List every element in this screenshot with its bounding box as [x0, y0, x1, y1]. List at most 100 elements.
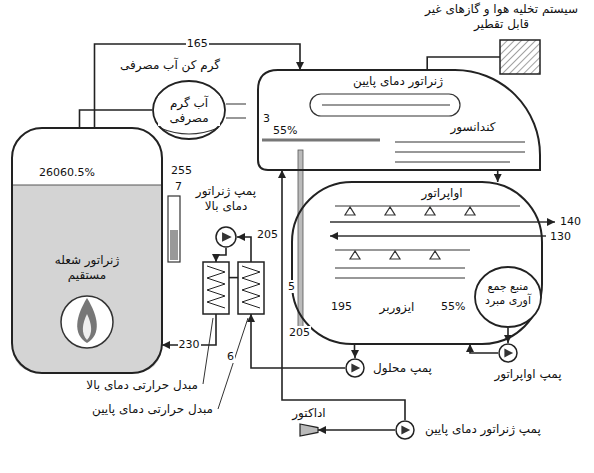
edge-label: 230: [178, 338, 201, 351]
upper-shell: ژنراتور دمای پایین کندانسور: [258, 70, 540, 170]
chilled-water-pipes: [330, 222, 555, 236]
shape-part: [500, 40, 540, 74]
pump-symbol-outline: [498, 343, 518, 363]
node-label: پمپ اواپراتور: [493, 367, 564, 382]
node-label: پمپ ژنراتور دمای بالا: [185, 184, 267, 214]
callout-number: 6: [226, 350, 235, 363]
pipe-connector: [497, 170, 499, 182]
edge-label: 165: [186, 37, 209, 50]
shape-part: [203, 262, 229, 314]
shape-part: [242, 266, 260, 308]
absorber-sprays: [335, 250, 470, 278]
chilled-water-pipes: [330, 235, 546, 237]
pipe-connector: [229, 277, 238, 279]
purge-unit-outline: [500, 40, 540, 74]
evaporator-sprays: [335, 206, 520, 215]
callout-number: 7: [174, 180, 183, 193]
pipe-connector: [95, 44, 301, 128]
node-label: ایزوربر: [378, 300, 417, 315]
shape-part: [153, 81, 225, 139]
pipe-connector: [470, 344, 498, 353]
level-tube: [168, 196, 180, 262]
heat-exchanger: مبدل حرارتی دمای بالا: [203, 262, 229, 314]
node-label: مبدل حرارتی دمای پایین: [90, 402, 215, 417]
generator-vessel-outline: [12, 128, 162, 373]
node-label: اواپراتور: [419, 186, 464, 201]
absorber-sprays: [350, 251, 440, 259]
pump-symbol: پمپ محلول: [345, 358, 365, 378]
shape-part: [346, 359, 364, 377]
burner-flame: [83, 314, 91, 340]
burner-flame: [77, 298, 97, 343]
callout-number: 205: [288, 326, 311, 339]
callout-number: 195: [330, 300, 353, 313]
generator-liquid: [12, 185, 162, 186]
heater-coil: [226, 104, 246, 118]
heat-exchanger-outline: [203, 262, 229, 314]
level-tube: [168, 196, 180, 262]
pump-symbol: پمپ اواپراتور: [498, 343, 518, 363]
leader-line: [218, 318, 248, 409]
dip-rod: [298, 150, 303, 335]
callout-number: 3: [262, 112, 271, 125]
leader-line: [203, 318, 248, 409]
shape-part: [396, 421, 414, 439]
callout-number: 255: [170, 164, 193, 177]
pipe-connector: [216, 248, 226, 262]
shape-part: [300, 424, 318, 436]
callout-number: 5: [287, 280, 296, 293]
shape-part: [238, 262, 264, 314]
node-label: مبدل حرارتی دمای بالا: [84, 378, 200, 393]
evaporator-sprays: [345, 207, 475, 215]
low-temp-generator-tubes: [322, 104, 450, 105]
water-heater: گرم کن آب مصرفیآب گرم مصرفی: [152, 80, 226, 140]
shape-part: [351, 364, 360, 373]
callout-number: 140: [559, 215, 582, 228]
pump-symbol-outline: [395, 420, 415, 440]
purge-unit: سیستم تخلیه هوا و گازهای غیر قابل تقطیر: [500, 40, 540, 74]
node-label: پمپ ژنراتور دمای پایین: [423, 422, 543, 437]
shape-part: [292, 182, 542, 344]
callout-number: 55%: [272, 124, 298, 137]
low-temp-generator-tubes: [262, 94, 460, 140]
shape-part: [499, 344, 517, 362]
shape-part: [222, 232, 232, 242]
pump-symbol: پمپ ژنراتور دمای پایین: [395, 420, 415, 440]
burner-flame: [61, 296, 113, 348]
pipe-connector: [318, 429, 395, 431]
chilled-water-pipes: [330, 221, 555, 223]
pipe-connector: [237, 237, 251, 262]
node-label: گرم کن آب مصرفی: [118, 58, 222, 73]
node-label: منبع جمع آوری مبرد: [478, 280, 538, 308]
pipe-connector: [80, 110, 153, 128]
evaporator-sprays: [335, 205, 520, 206]
node-label: کندانسور: [448, 120, 497, 135]
dip-rod: [298, 150, 303, 335]
pipe-connector: [507, 328, 509, 343]
node-label: ژنراتور دمای پایین: [351, 74, 445, 89]
low-temp-generator-tubes: [262, 139, 380, 142]
shape-part: [12, 128, 162, 373]
low-temp-generator-tubes: [310, 94, 460, 116]
node-label: سیستم تخلیه هوا و گازهای غیر قابل تقطیر: [417, 2, 586, 32]
shape-part: [258, 70, 540, 170]
burner-flame: [61, 296, 113, 348]
eductor-symbol-outline: [300, 424, 318, 436]
shape-part: [216, 227, 236, 247]
absorber-sprays: [335, 268, 465, 278]
generator-vessel: ژنراتور شعله مستقیم: [12, 128, 162, 373]
pipe-connector: [427, 57, 500, 70]
node-label: آب گرم مصرفی: [158, 96, 220, 126]
callout-number: 205: [256, 228, 279, 241]
generator-liquid: [12, 185, 162, 373]
condenser-tubes: [395, 142, 525, 162]
pipe-connector: [354, 344, 356, 358]
pump-symbol: پمپ ژنراتور دمای بالا: [215, 226, 237, 248]
shape-part: [504, 349, 513, 358]
generator-liquid: [12, 185, 162, 373]
condenser-tubes: [395, 142, 525, 162]
callout-number: 130: [549, 230, 572, 243]
pump-symbol-outline: [345, 358, 365, 378]
node-label: پمپ محلول: [371, 361, 434, 376]
